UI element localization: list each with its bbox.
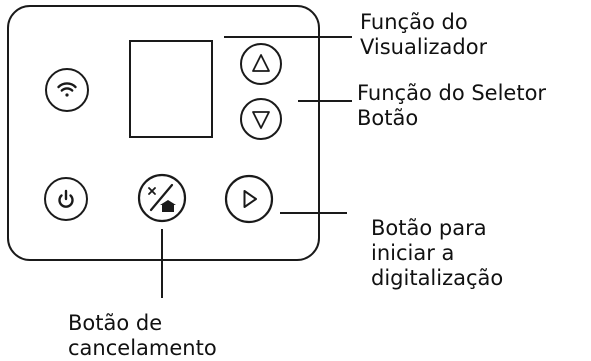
selector-button-label: Função do Seletor Botão [357, 81, 546, 131]
control-panel [7, 5, 320, 261]
selector-label-line-2: Botão [357, 106, 419, 130]
cancel-button[interactable] [137, 173, 187, 223]
start-label-line-3: digitalização [371, 266, 504, 290]
viewer-display [129, 40, 213, 138]
start-label-line-2: iniciar a [371, 241, 455, 265]
selector-up-button[interactable] [240, 43, 282, 85]
selector-label-line-1: Função do Seletor [357, 81, 547, 105]
power-icon [58, 189, 74, 208]
wifi-icon [57, 82, 77, 97]
viewer-function-label: Função do Visualizador [360, 10, 487, 60]
start-scan-label: Botão para iniciar a digitalização [371, 216, 503, 291]
cancel-label-line-2: cancelamento [68, 336, 217, 360]
cancel-home-icon [148, 183, 176, 212]
viewer-label-line-1: Função do [360, 10, 468, 34]
triangle-down-icon [252, 111, 270, 129]
cancel-label-line-1: Botão de [68, 311, 163, 335]
viewer-label-line-2: Visualizador [360, 35, 488, 59]
cancel-button-label: Botão de cancelamento [68, 311, 217, 361]
power-button[interactable] [44, 177, 88, 221]
wifi-button[interactable] [45, 68, 89, 112]
play-triangle-icon [243, 190, 257, 208]
start-label-line-1: Botão para [371, 216, 487, 240]
triangle-up-icon [252, 54, 270, 72]
start-scan-button[interactable] [224, 174, 274, 224]
selector-down-button[interactable] [240, 98, 282, 140]
